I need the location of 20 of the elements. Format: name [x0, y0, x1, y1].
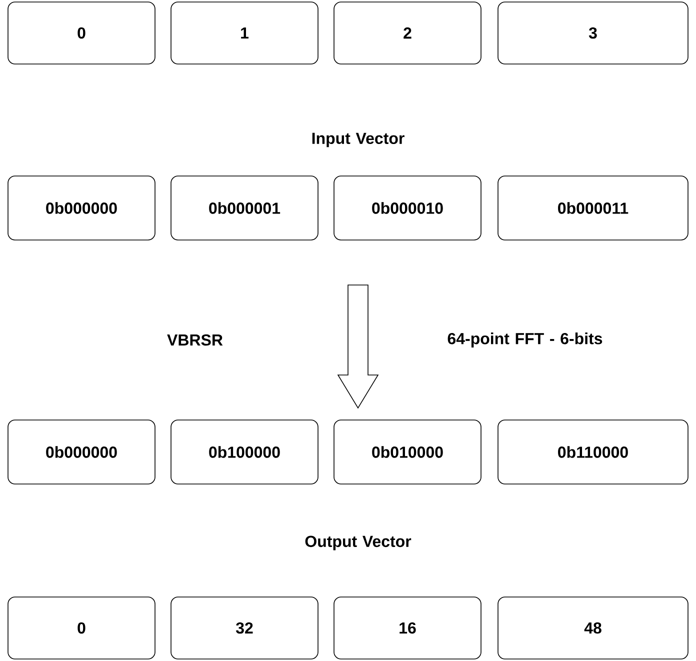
vector-cell: 0b000011: [498, 176, 688, 240]
vector-cell: 0: [8, 2, 156, 64]
vector-cell: 1: [170, 2, 318, 64]
vector-cell: 3: [498, 2, 688, 64]
vector-cell: 16: [334, 596, 482, 660]
vector-cell: 48: [498, 596, 688, 660]
caption-label: Output Vector: [305, 536, 412, 550]
vector-cell: 0b000000: [8, 176, 156, 240]
caption-label: Input Vector: [312, 132, 404, 148]
vector-cell: 0: [8, 596, 156, 660]
vector-cell: 0b000010: [334, 176, 482, 240]
vector-cell: 0b000001: [170, 176, 318, 240]
vector-cell: 0b110000: [498, 420, 688, 484]
vector-cell: 0b010000: [334, 420, 482, 484]
vector-cell: 32: [170, 596, 318, 660]
caption-label: VBRSR: [167, 334, 223, 346]
caption-label: 64-point FFT - 6-bits: [448, 332, 602, 348]
vector-cell: 0b100000: [170, 420, 318, 484]
vector-cell: 0b000000: [8, 420, 156, 484]
vector-cell: 2: [334, 2, 482, 64]
